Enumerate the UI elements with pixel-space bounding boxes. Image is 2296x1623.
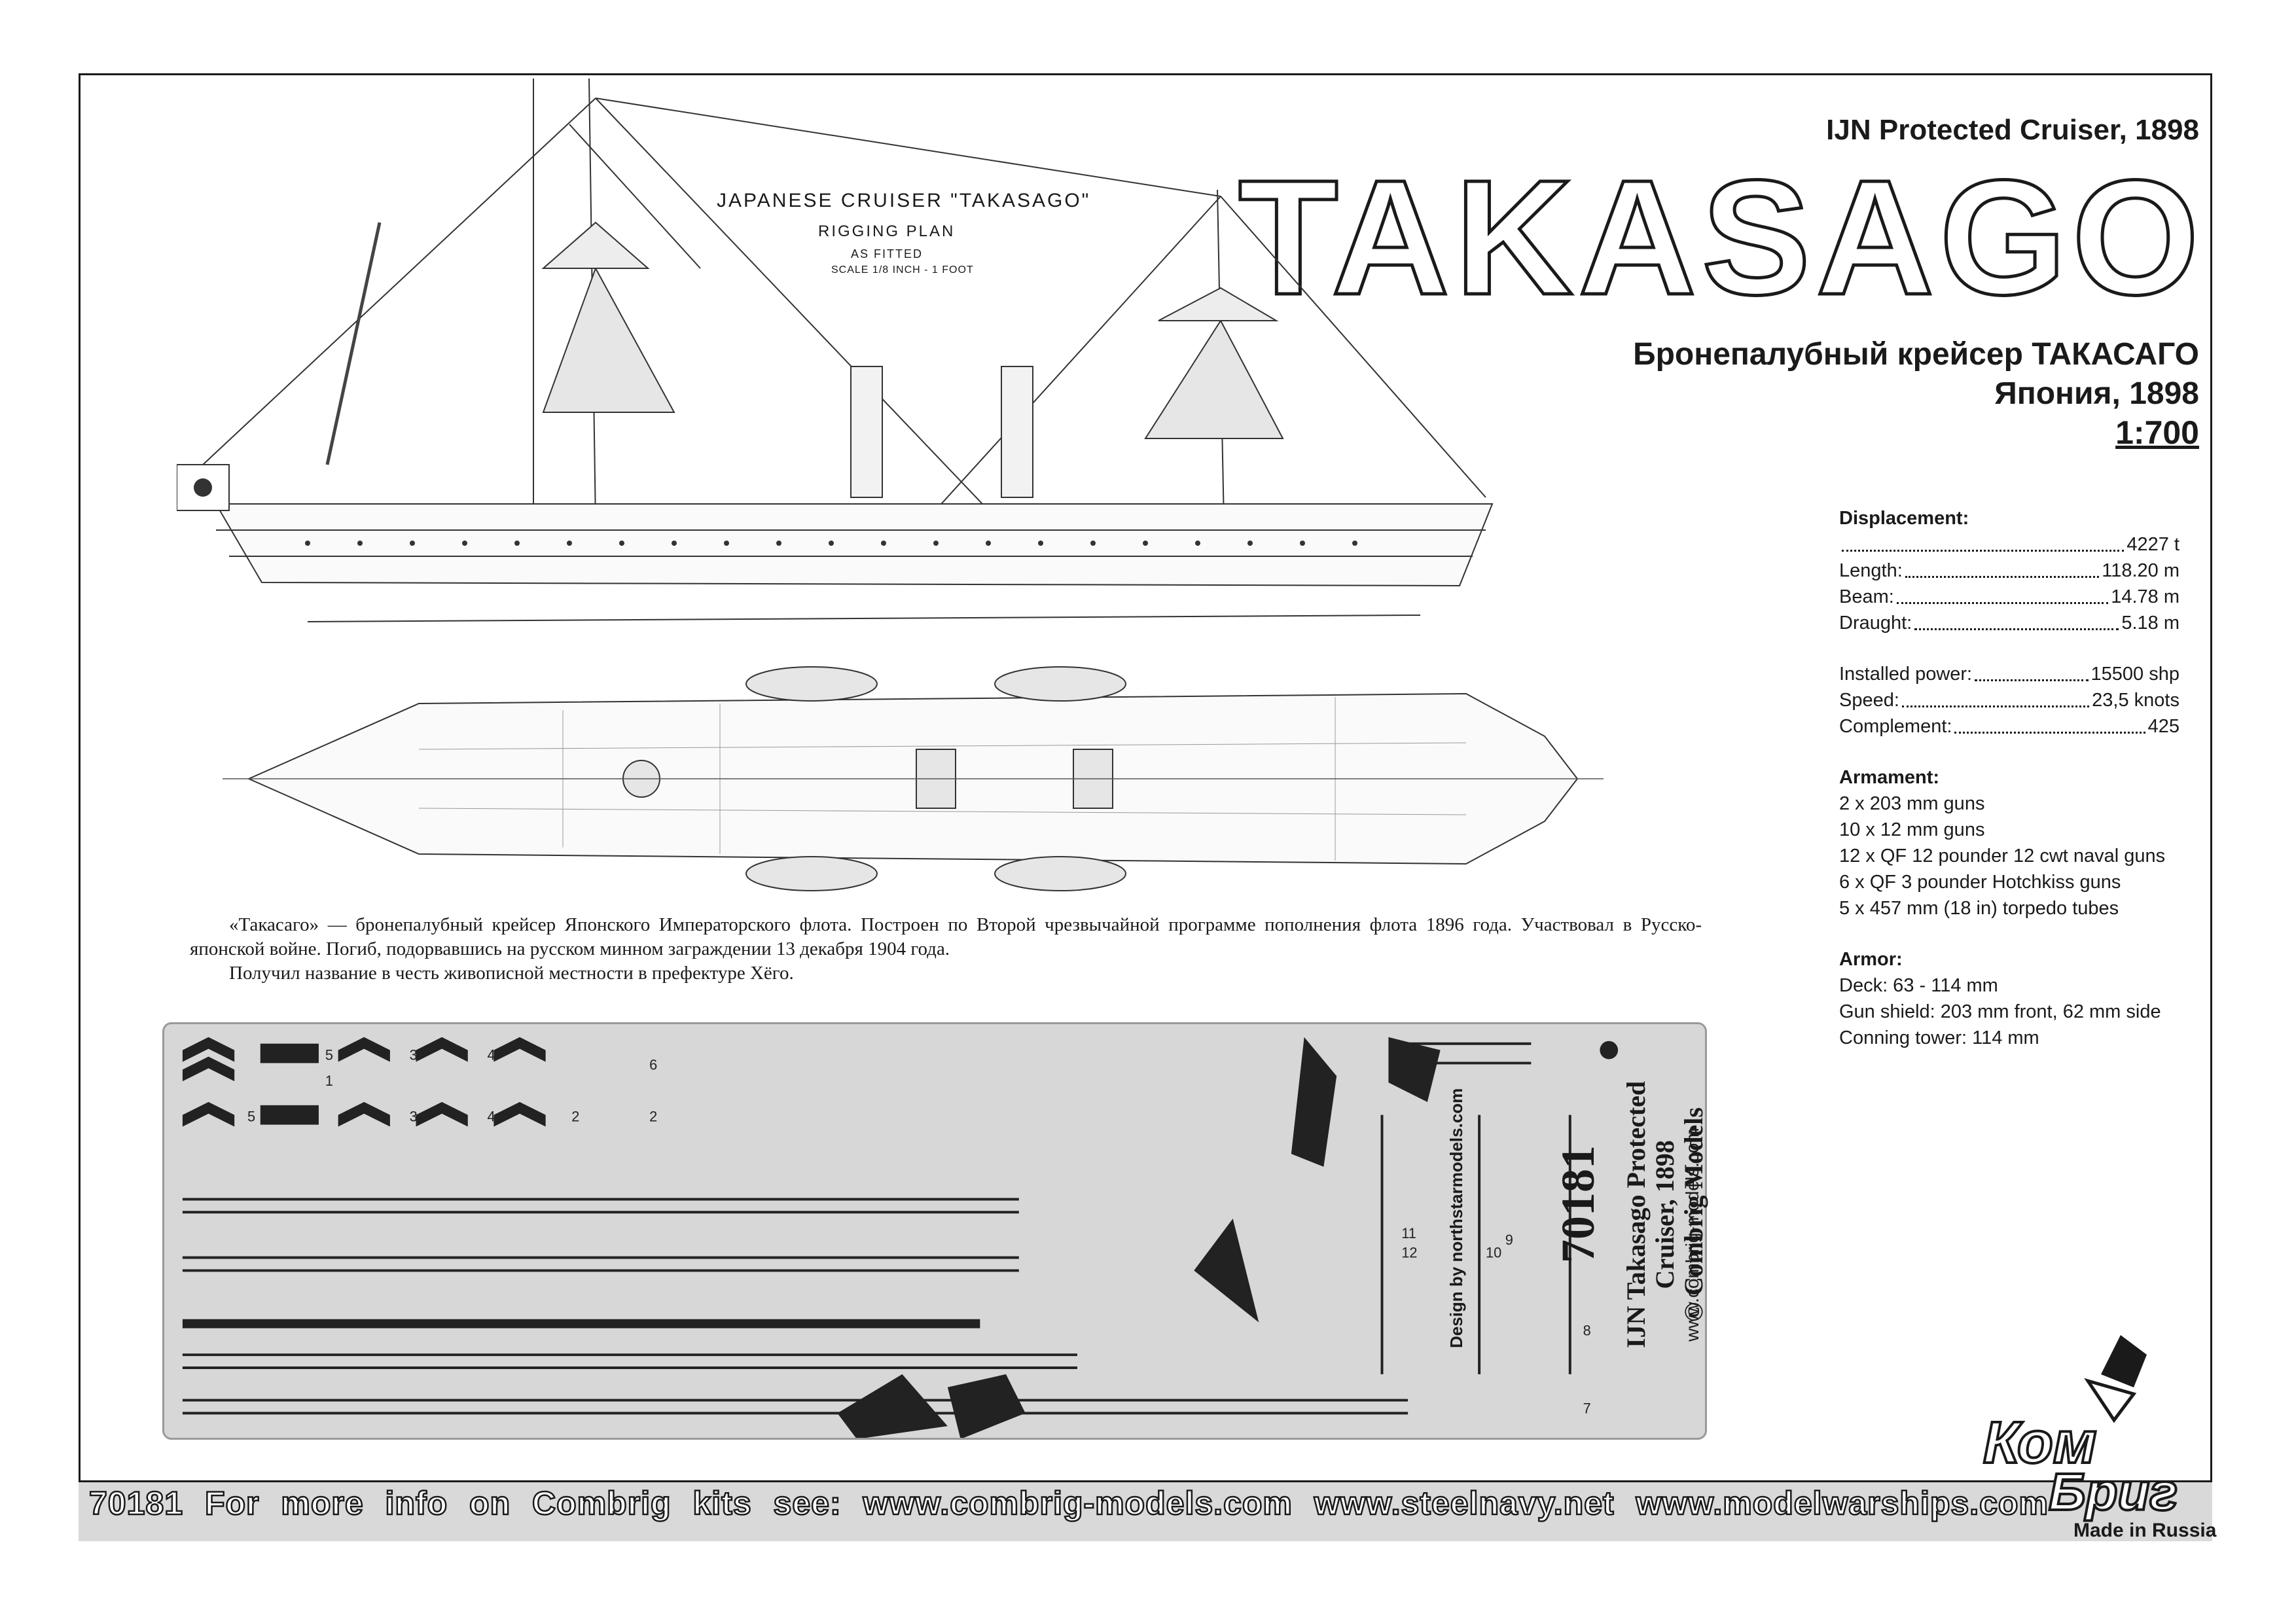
armament-item: 12 x QF 12 pounder 12 cwt naval guns — [1839, 846, 2166, 866]
deck-plan-drawing — [223, 666, 1604, 891]
part-number: 9 — [1505, 1232, 1513, 1248]
spec-label: Beam: — [1839, 586, 1894, 607]
footer-link-modelwarships[interactable]: www.modelwarships.com — [1635, 1484, 2049, 1523]
spec-row: Draught: 5.18 m — [1839, 610, 2179, 636]
ship-title-russian: Бронепалубный крейсер ТАКАСАГО Япония, 1… — [1633, 335, 2199, 414]
part-number: 4 — [487, 1109, 495, 1125]
spec-label: Speed: — [1839, 690, 1899, 711]
part-number: 4 — [487, 1046, 495, 1063]
fret-name-line2: Cruiser, 1898 — [1650, 1140, 1679, 1289]
part-number: 11 — [1401, 1225, 1416, 1241]
description-paragraph: «Такасаго» — бронепалубный крейсер Японс… — [190, 914, 1702, 959]
plan-note: AS FITTED — [851, 247, 924, 260]
fret-website: www.combrig-models.com — [1682, 1128, 1702, 1342]
spec-row-displacement: 4227 t — [1839, 531, 2179, 558]
footer-bar — [79, 1480, 2212, 1541]
spec-value: 118.20 m — [2102, 560, 2179, 581]
armament-item: 5 x 457 mm (18 in) torpedo tubes — [1839, 898, 2119, 919]
fret-name-line1: IJN Takasago Protected — [1621, 1080, 1651, 1348]
armor-heading: Armor: — [1839, 949, 1903, 970]
displacement-value: 4227 t — [2126, 534, 2179, 555]
spec-row: Installed power: 15500 shp — [1839, 661, 2179, 687]
armament-item: 2 x 203 mm guns — [1839, 793, 1985, 814]
specifications-panel: Displacement: 4227 t Length: 118.20 m Bea… — [1839, 505, 2179, 1051]
plan-title: JAPANESE CRUISER "TAKASAGO" — [717, 190, 1091, 211]
photo-etch-fret: 5 1 3 4 5 2 3 4 6 2 12 11 10 9 8 7 — [162, 1022, 1707, 1440]
plan-subtitle: RIGGING PLAN — [818, 223, 956, 240]
spec-label: Draught: — [1839, 613, 1912, 633]
part-number: 10 — [1486, 1245, 1501, 1261]
part-number: 7 — [1583, 1400, 1591, 1416]
spec-row: Beam: 14.78 m — [1839, 584, 2179, 610]
ship-description: «Такасаго» — бронепалубный крейсер Японс… — [190, 913, 1702, 986]
part-number: 8 — [1583, 1322, 1591, 1338]
part-number: 12 — [1401, 1245, 1417, 1261]
spec-value: 5.18 m — [2121, 613, 2179, 633]
armament-heading: Armament: — [1839, 767, 1940, 788]
part-number: 2 — [649, 1109, 657, 1125]
spec-label: Length: — [1839, 560, 1903, 581]
spec-row: Complement: 425 — [1839, 713, 2179, 740]
spec-value: 23,5 knots — [2092, 690, 2179, 711]
made-in-label: Made in Russia — [2073, 1520, 2217, 1541]
part-number: 3 — [410, 1046, 418, 1063]
combrig-logo-icon — [2084, 1335, 2147, 1423]
armament-item: 6 x QF 3 pounder Hotchkiss guns — [1839, 872, 2121, 893]
spec-value: 15500 shp — [2090, 664, 2179, 685]
description-paragraph: Получил название в честь живописной мест… — [229, 963, 794, 984]
fret-kit-code: 70181 — [1552, 1145, 1604, 1263]
part-number: 6 — [649, 1056, 657, 1073]
part-number: 5 — [325, 1046, 333, 1063]
spec-label: Installed power: — [1839, 664, 1973, 685]
logo-text-line2: Бриг — [2047, 1463, 2179, 1521]
plan-scale-note: SCALE 1/8 INCH - 1 FOOT — [831, 264, 974, 276]
armor-item: Gun shield: 203 mm front, 62 mm side — [1839, 1001, 2161, 1022]
armor-item: Conning tower: 114 mm — [1839, 1027, 2039, 1048]
spec-label: Complement: — [1839, 716, 1952, 737]
ru-title-line2: Япония, 1898 — [1994, 376, 2199, 411]
footer-link-steelnavy[interactable]: www.steelnavy.net — [1314, 1484, 1615, 1523]
footer-info: For more info on Combrig kits see: — [204, 1484, 842, 1523]
kit-scale: 1:700 — [2115, 414, 2199, 451]
ship-title: TAKASAGO — [1237, 146, 2204, 329]
ru-title-line1: Бронепалубный крейсер ТАКАСАГО — [1633, 337, 2199, 372]
spec-row: Speed: 23,5 knots — [1839, 687, 2179, 713]
armor-item: Deck: 63 - 114 mm — [1839, 975, 1998, 996]
fret-parts-drawing: 5 1 3 4 5 2 3 4 6 2 12 11 10 9 8 7 — [182, 1037, 1619, 1438]
footer-link-combrig[interactable]: www.combrig-models.com — [862, 1484, 1293, 1523]
displacement-heading: Displacement: — [1839, 508, 1969, 529]
rigging-plan-drawing — [177, 78, 1494, 622]
fret-designer-credit: Design by northstarmodels.com — [1446, 1088, 1466, 1348]
spec-row: Length: 118.20 m — [1839, 558, 2179, 584]
part-number: 2 — [571, 1109, 579, 1125]
part-number: 1 — [325, 1073, 333, 1089]
footer-text: 70181 For more info on Combrig kits see:… — [88, 1484, 2049, 1523]
armament-item: 10 x 12 mm guns — [1839, 819, 1985, 840]
spec-value: 14.78 m — [2111, 586, 2179, 607]
spec-value: 425 — [2147, 716, 2179, 737]
footer-kit-code: 70181 — [88, 1484, 184, 1523]
logo-text-line1: Ком — [1982, 1410, 2098, 1476]
part-number: 5 — [247, 1109, 255, 1125]
ship-subtitle: IJN Protected Cruiser, 1898 — [1826, 114, 2199, 146]
part-number: 3 — [410, 1109, 418, 1125]
